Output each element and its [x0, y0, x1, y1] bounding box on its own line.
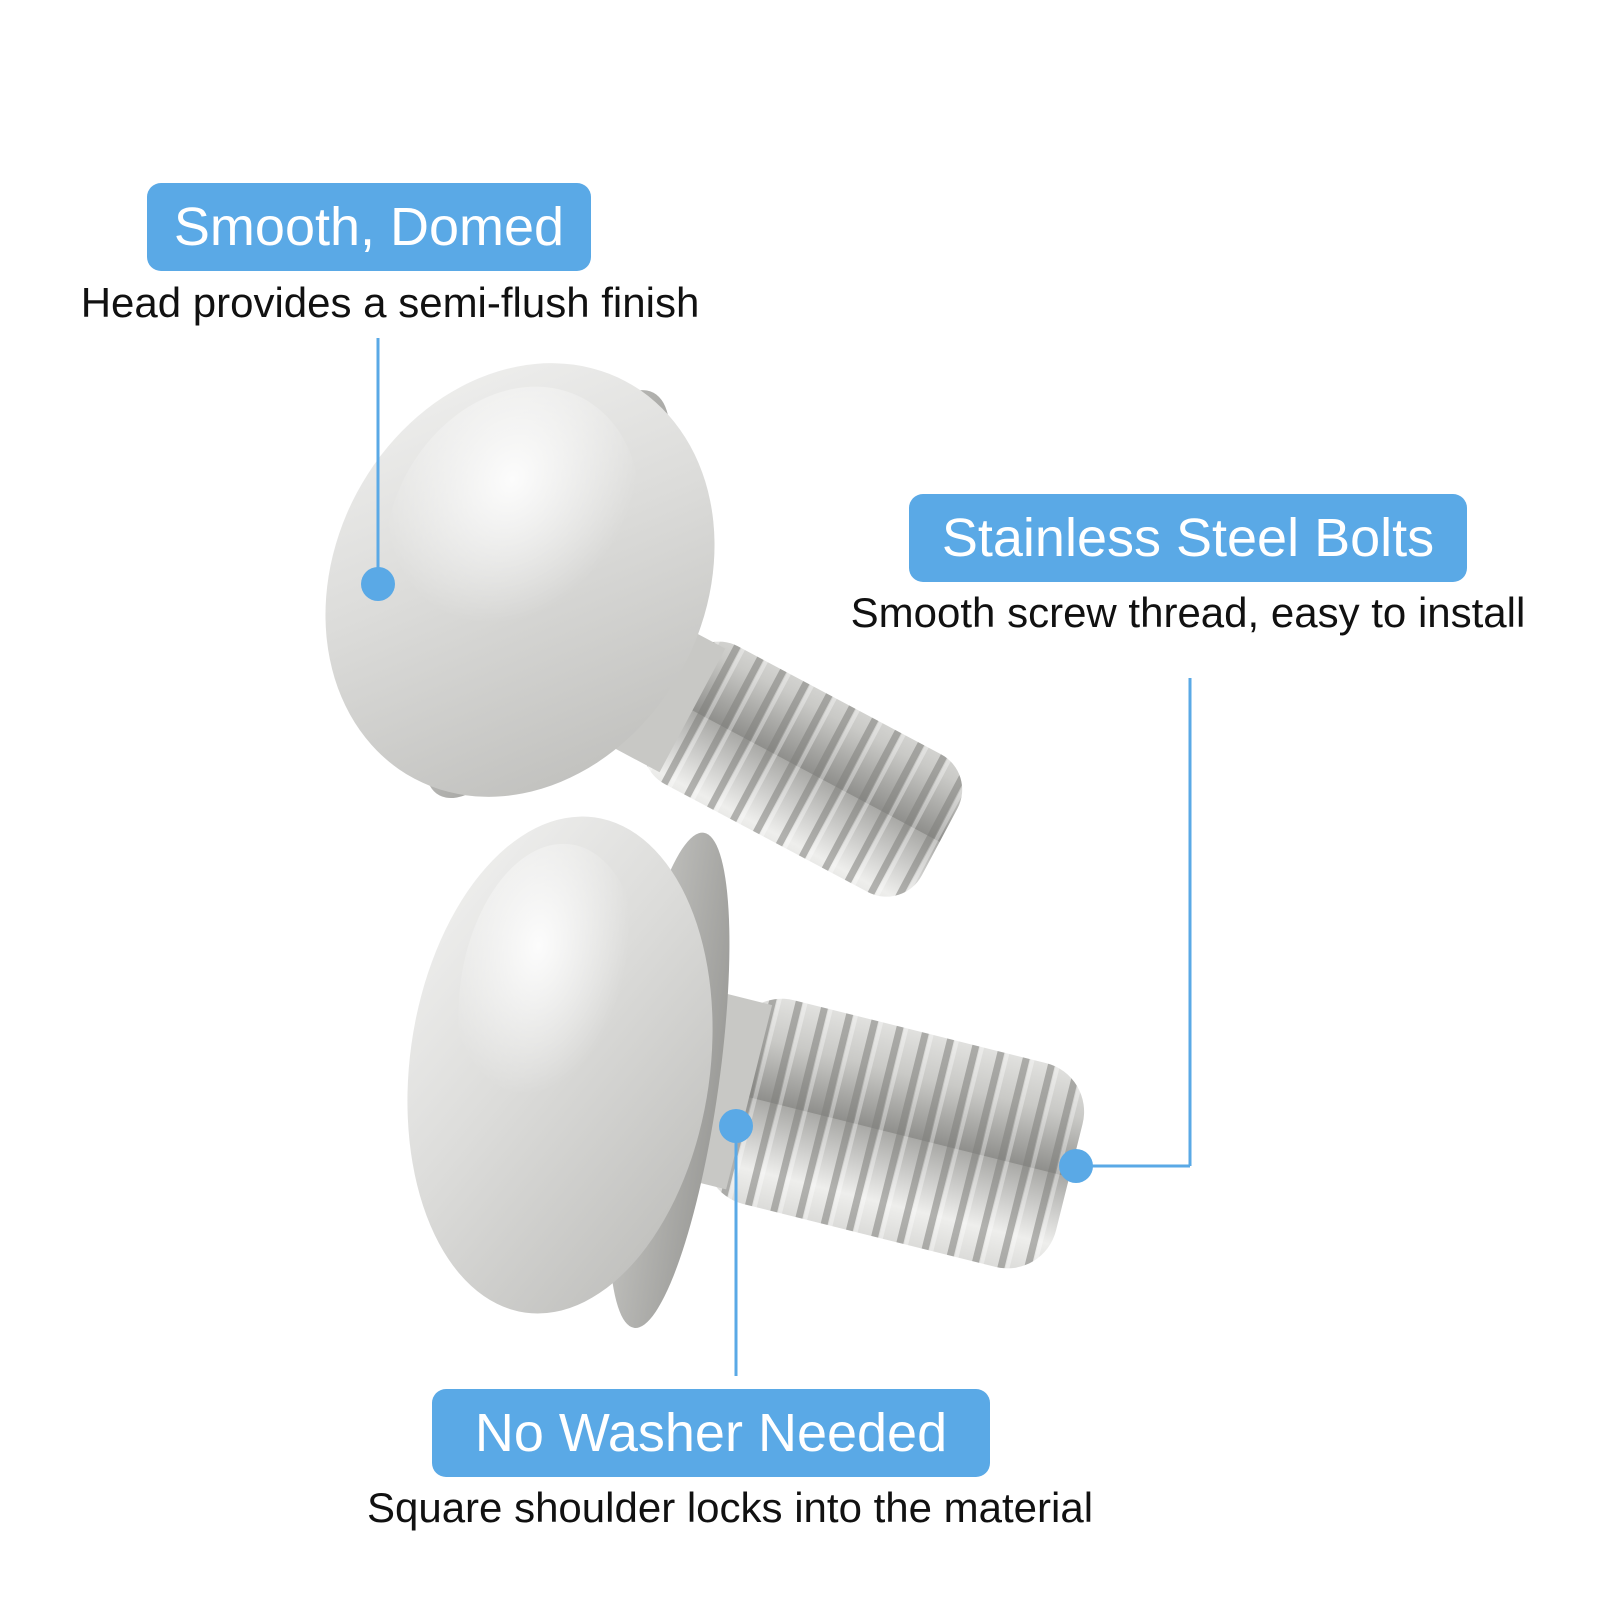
marker-dot-washer — [719, 1109, 753, 1143]
upper-bolt — [325, 363, 963, 897]
callout-title-domed: Smooth, Domed — [147, 183, 591, 271]
lower-bolt-shank — [705, 998, 1085, 1269]
callout-caption-steel: Smooth screw thread, easy to install — [850, 589, 1526, 636]
leader-washer — [719, 1109, 753, 1376]
callout-title-washer: No Washer Needed — [432, 1389, 990, 1477]
callout-caption-washer: Square shoulder locks into the material — [366, 1484, 1094, 1531]
upper-bolt-shank — [643, 641, 963, 897]
lower-bolt — [407, 816, 1085, 1328]
marker-dot-steel — [1059, 1149, 1093, 1183]
marker-dot-domed — [361, 567, 395, 601]
callout-caption-domed: Head provides a semi-flush finish — [80, 279, 700, 326]
callout-title-steel: Stainless Steel Bolts — [909, 494, 1467, 582]
leader-domed — [361, 338, 395, 601]
leader-steel — [1059, 678, 1192, 1183]
